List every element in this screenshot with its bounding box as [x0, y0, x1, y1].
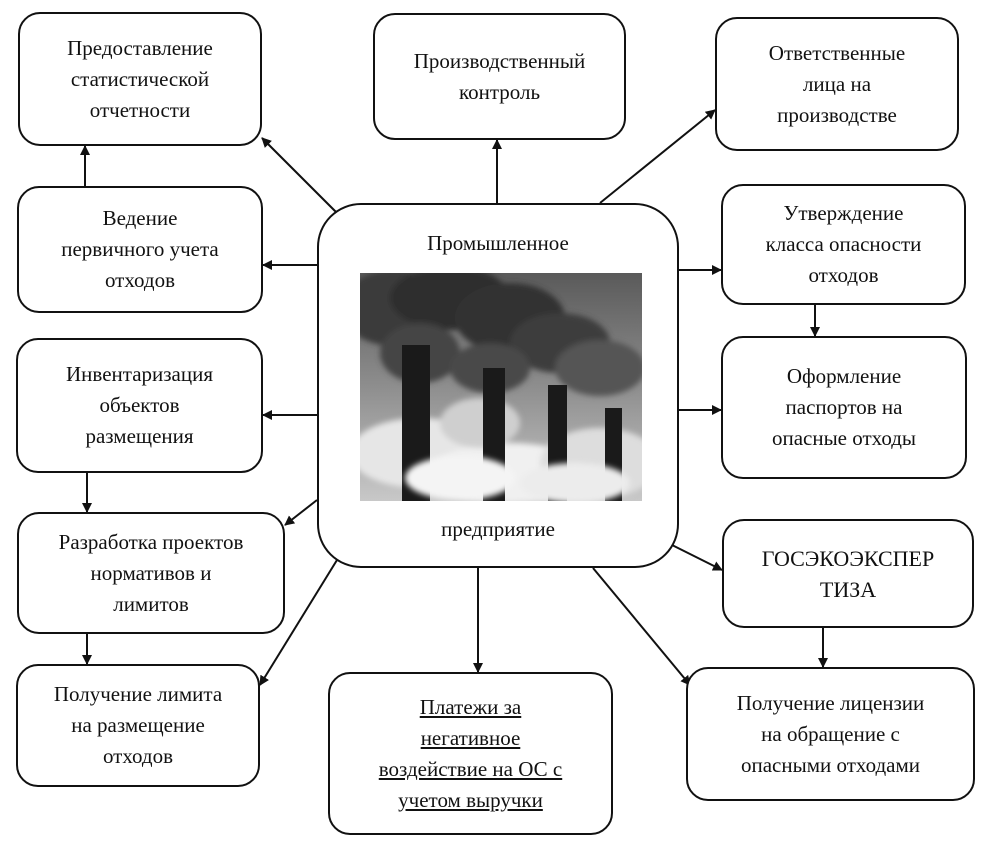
node-label: Ответственные лица на производстве [768, 40, 906, 127]
node-label: Предоставление статистической отчетности [67, 35, 213, 122]
node-license: Получение лицензии на обращение с опасны… [686, 667, 975, 801]
center-title-bottom: предприятие [441, 517, 555, 541]
node-inventory: Инвентаризация объектов размещения [16, 338, 263, 473]
node-label: Получение лимита на размещение отходов [53, 682, 223, 768]
node-primary-accounting: Ведение первичного учета отходов [17, 186, 263, 313]
node-state-expertise: ГОСЭКОЭКСПЕР ТИЗА [722, 519, 974, 628]
arrow-to-limit-receipt [259, 559, 338, 686]
node-label: Инвентаризация объектов размещения [66, 362, 213, 448]
arrow-to-norm-projects [284, 499, 318, 526]
node-responsible-persons: Ответственные лица на производстве [715, 17, 959, 151]
arrow-to-license [592, 567, 691, 686]
node-label: Оформление паспортов на опасные отходы [771, 364, 917, 450]
node-label: Ведение первичного учета отходов [61, 206, 219, 292]
arrow-to-stat-reporting [261, 137, 338, 214]
arrow-to-responsible-persons [599, 109, 716, 204]
center-enterprise-node: Промышленное [317, 203, 679, 568]
node-hazard-class: Утверждение класса опасности отходов [721, 184, 966, 305]
node-limit-receipt: Получение лимита на размещение отходов [16, 664, 260, 787]
factory-smokestacks-photo [360, 273, 642, 501]
node-production-control: Производственный контроль [373, 13, 626, 140]
node-passports: Оформление паспортов на опасные отходы [721, 336, 967, 479]
node-label: Получение лицензии на обращение с опасны… [736, 690, 925, 777]
node-stat-reporting: Предоставление статистической отчетности [18, 12, 262, 146]
arrow-to-state-expertise [671, 544, 723, 571]
node-norm-projects: Разработка проектов нормативов и лимитов [17, 512, 285, 634]
node-label: Платежи за негативное воздействие на ОС … [378, 694, 563, 812]
node-payments: Платежи за негативное воздействие на ОС … [328, 672, 613, 835]
node-label: Утверждение класса опасности отходов [765, 201, 922, 287]
node-label: Разработка проектов нормативов и лимитов [58, 529, 244, 616]
node-label: Производственный контроль [413, 48, 586, 104]
node-label: ГОСЭКОЭКСПЕР ТИЗА [761, 545, 935, 602]
center-title-top: Промышленное [427, 231, 569, 255]
